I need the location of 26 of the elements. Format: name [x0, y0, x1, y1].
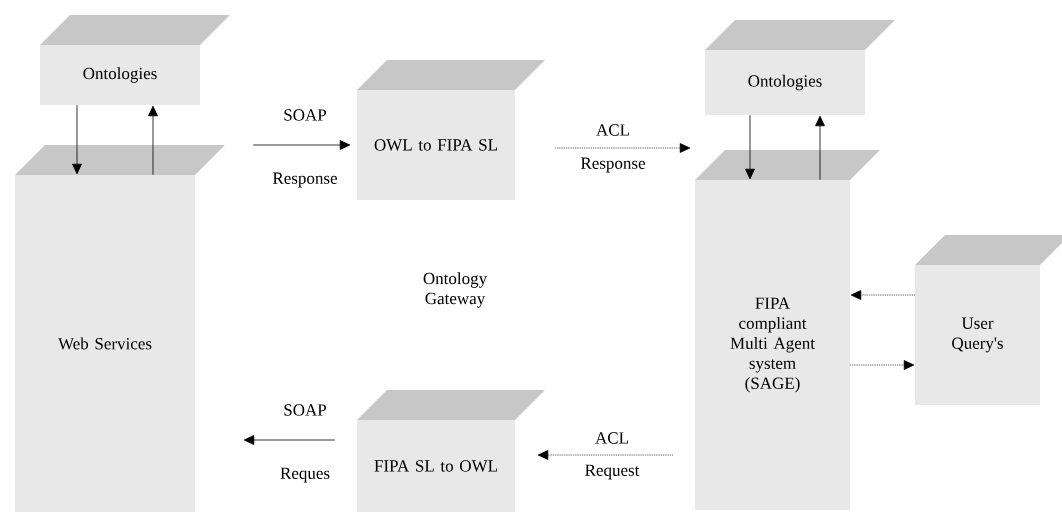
arrow — [745, 114, 755, 180]
arrow — [815, 115, 825, 181]
edge-label: ACL — [595, 123, 631, 137]
block-box: FIPA compliant Multi Agent system (SAGE) — [695, 150, 880, 510]
arrow-caption: Response — [272, 172, 337, 188]
arrow — [554, 143, 691, 153]
edge-label: ACL — [594, 431, 630, 445]
arrow — [148, 105, 158, 176]
arrow — [537, 450, 674, 460]
block-box: Ontologies — [40, 15, 230, 105]
arrow — [850, 290, 916, 300]
arrow-caption: Request — [585, 464, 640, 480]
block-box: OWL to FIPA SL — [357, 60, 545, 200]
block-box: Web Services — [15, 145, 225, 512]
edge-label: SOAP — [282, 403, 328, 417]
block-box: User Query's — [915, 235, 1062, 405]
gateway-label: Ontology Gateway — [423, 272, 488, 308]
arrow-caption: Response — [580, 157, 645, 173]
edge-label: SOAP — [282, 108, 328, 122]
block-box: FIPA SL to OWL — [357, 390, 545, 512]
arrow — [72, 104, 82, 175]
arrow-caption: Reques — [280, 467, 330, 483]
arrow — [849, 360, 915, 370]
arrow — [243, 435, 336, 445]
block-box: Ontologies — [705, 20, 895, 115]
arrow — [252, 140, 351, 150]
